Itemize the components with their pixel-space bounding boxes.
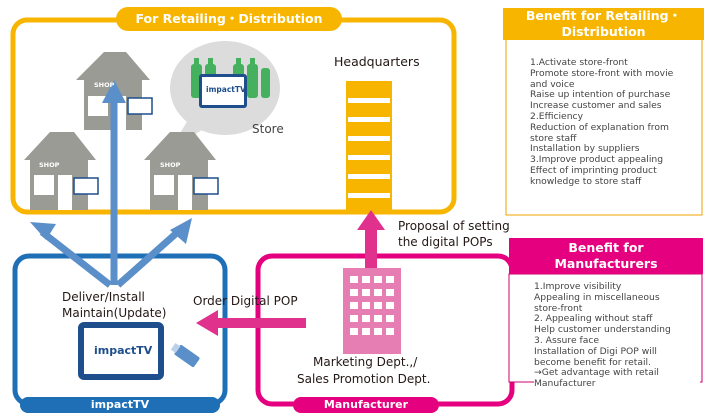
benefit-line: store staff xyxy=(530,132,577,144)
benefit-line: Appealing in miscellaneous xyxy=(534,291,660,303)
shop-icon xyxy=(144,132,219,210)
benefit-line: knowledge to store staff xyxy=(530,175,642,187)
benefit-line: 3. Assure face xyxy=(534,334,600,346)
benefit-line: 2.Efficiency xyxy=(530,110,584,122)
store-label: Store xyxy=(252,122,284,136)
usb-stick-icon xyxy=(170,342,200,368)
deliver-install-text: Deliver/Install xyxy=(62,290,145,304)
benefit-retail-title: Benefit for Retailing・ Distribution xyxy=(525,8,682,39)
benefit-line: store-front xyxy=(534,302,583,314)
benefit-line: Increase customer and sales xyxy=(530,100,662,112)
benefit-line: →Get advantage with retail xyxy=(534,367,659,379)
proposal-arrow xyxy=(357,210,385,276)
benefit-retail-list: 1.Activate store-front Promote store-fro… xyxy=(530,57,700,188)
tablet-brand: impactTV xyxy=(94,344,153,357)
benefit-line: Reduction of explanation from xyxy=(530,121,669,133)
benefit-line: and voice xyxy=(530,78,575,90)
deliver-arrows xyxy=(30,80,192,288)
benefit-line: Installation by suppliers xyxy=(530,143,640,155)
store-screen-brand: impactTV xyxy=(206,85,246,94)
benefit-line: 2. Appealing without staff xyxy=(534,313,653,325)
benefit-line: Installation of Digi POP will xyxy=(534,345,657,357)
maintain-update-text: Maintain(Update) xyxy=(62,306,167,320)
headquarters-building-icon xyxy=(346,81,392,213)
benefit-line: Effect of imprinting product xyxy=(530,164,657,176)
proposal-text-line1: Proposal of setting xyxy=(398,219,510,233)
dept-text-line2: Sales Promotion Dept. xyxy=(297,372,431,386)
order-digital-pop-text: Order Digital POP xyxy=(193,294,298,308)
benefit-line: Manufacturer xyxy=(534,378,596,390)
proposal-text-line2: the digital POPs xyxy=(398,235,493,249)
tablet-icon xyxy=(78,322,164,380)
benefit-line: Raise up intention of purchase xyxy=(530,89,671,101)
benefit-manufacturer-title: Benefit for Manufacturers xyxy=(554,240,658,271)
benefit-line: 1.Activate store-front xyxy=(530,57,628,68)
impacttv-title-label: impactTV xyxy=(20,397,220,413)
shop-sign: SHOP xyxy=(160,161,181,169)
benefit-line: Help customer understanding xyxy=(534,324,671,336)
benefit-line: 3.Improve product appealing xyxy=(530,154,664,166)
shop-sign: SHOP xyxy=(94,81,115,89)
benefit-line: become benefit for retail. xyxy=(534,356,651,368)
headquarters-label: Headquarters xyxy=(334,54,420,69)
shop-icon xyxy=(24,132,99,210)
manufacturer-building-icon xyxy=(343,268,401,354)
benefit-line: Promote store-front with movie xyxy=(530,67,674,79)
benefit-line: 1.Improve visibility xyxy=(534,281,622,292)
retail-title-label: For Retailing・Distribution xyxy=(116,7,342,31)
manufacturer-title-label: Manufacturer xyxy=(293,397,439,413)
shop-sign: SHOP xyxy=(39,161,60,169)
dept-text-line1: Marketing Dept.,/ xyxy=(313,355,418,369)
benefit-manufacturer-list: 1.Improve visibility Appealing in miscel… xyxy=(534,281,700,390)
order-arrow xyxy=(196,310,306,336)
